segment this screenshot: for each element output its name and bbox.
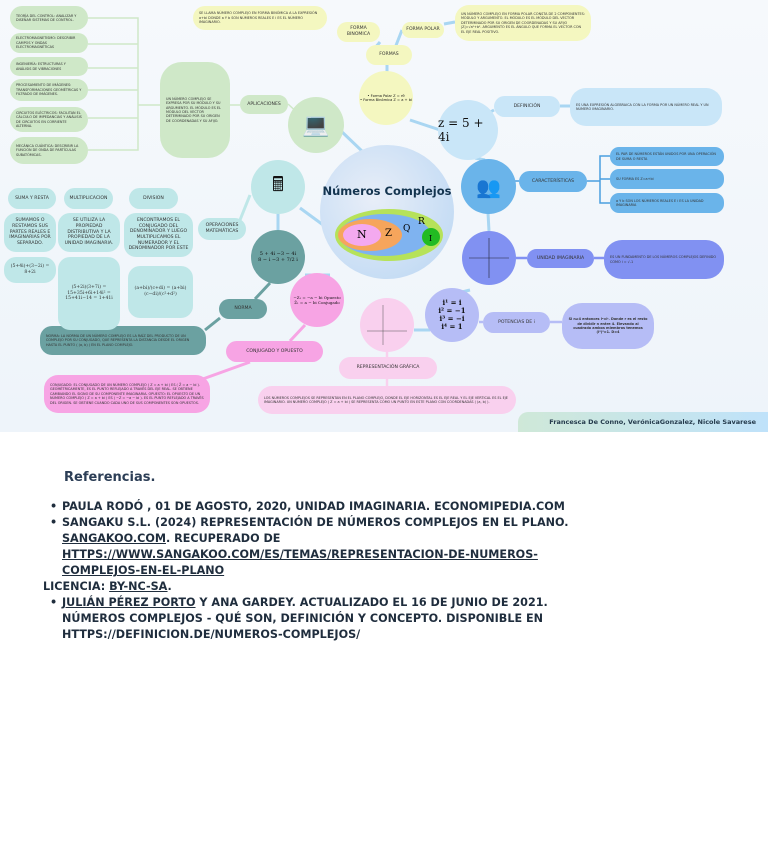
reference-text: . RECUPERADO DE: [165, 532, 281, 545]
calculator-icon: 🖩: [251, 160, 305, 214]
caracteristicas-node[interactable]: CARACTERÍSTICAS: [519, 171, 587, 192]
author-link[interactable]: JULIÁN PÉREZ PORTO: [62, 596, 196, 609]
laptop-icon: 💻: [288, 97, 344, 153]
forma-binomica-node[interactable]: FORMA BINOMICA: [337, 22, 380, 42]
definicion-node[interactable]: DEFINICIÓN: [494, 96, 560, 117]
reference-item: PAULA RODÓ , 01 DE AGOSTO, 2020, UNIDAD …: [0, 499, 580, 515]
number-sets-diagram: N Z Q R I: [335, 209, 443, 261]
division-body: ENCONTRAMOS EL CONJUGADO DEL DENOMINADOR…: [124, 213, 193, 257]
app-item-imagenes: PROCESAMIENTO DE IMÁGENES: TRANSFORMACIO…: [10, 79, 88, 101]
complex-axes-icon: [462, 231, 516, 285]
norma-node[interactable]: NORMA: [219, 299, 267, 319]
forma-polar-formula: • Forma Polar Z = rθ: [367, 94, 405, 98]
potencias-circle: i¹ = i i² = −1 i³ = −i i⁴ = 1: [425, 288, 479, 342]
representacion-node[interactable]: REPRESENTACIÓN GRÁFICA: [339, 357, 437, 379]
norma-text: NORMA: LA NORMA DE UN NÚMERO COMPLEJO ES…: [40, 326, 206, 355]
caracteristica-item: a Y b SON LOS NÚMEROS REALES E i ES LA U…: [610, 193, 724, 213]
set-q: Q: [403, 224, 410, 234]
set-z: Z: [385, 228, 392, 239]
set-r: R: [418, 217, 425, 227]
app-item-circuitos: CIRCUITOS ELÉCTRICOS: FACILITAN EL CÁLCU…: [10, 107, 88, 132]
potencia-1: i¹ = i: [442, 297, 462, 307]
caracteristica-item: SU FORMA ES Z=a+bi: [610, 169, 724, 189]
license-end: .: [167, 580, 172, 593]
norma-circle: 5 + 4i −3 − 4i 8 − i −3 + 7/2 i: [251, 230, 305, 284]
division-formula: (a+bi)/(c+di) = (a+bi)(c−di)/(c²+d²): [128, 266, 193, 318]
norma-formula: 8 − i −3 + 7/2 i: [258, 257, 298, 263]
references-section: Referencias. PAULA RODÓ , 01 DE AGOSTO, …: [0, 470, 580, 643]
app-item-ingenieria: INGENIERÍA: ESTRUCTURAS Y ANÁLISIS DE VI…: [10, 57, 88, 76]
potencias-text: Si n≥4 entonces iⁿ=iʳ. Donde r es el res…: [562, 303, 654, 349]
potencia-3: i³ = −i: [439, 314, 465, 323]
reference-item: JULIÁN PÉREZ PORTO Y ANA GARDEY. ACTUALI…: [0, 595, 580, 643]
central-title: Números Complejos: [322, 184, 452, 198]
operaciones-node[interactable]: OPERACIONES MATEMÁTICAS: [198, 218, 246, 240]
sangakoo-url-link[interactable]: HTTPS://WWW.SANGAKOO.COM/ES/TEMAS/REPRES…: [62, 548, 538, 577]
definicion-text: ES UNA EXPRESIÓN ALGEBRAICA CON LA FORMA…: [570, 88, 722, 126]
conjugado-node[interactable]: CONJUGADO Y OPUESTO: [226, 341, 323, 362]
license-label: LICENCIA:: [43, 580, 110, 593]
multiplicacion-header[interactable]: MULTIPLICACION: [64, 188, 113, 209]
sangakoo-link[interactable]: SANGAKOO.COM: [62, 532, 166, 545]
reference-text: SANGAKU S.L. (2024) REPRESENTACIÓN DE NÚ…: [62, 516, 569, 529]
conjugado-text: CONJUGADO: EL CONJUGADO DE UN NÚMERO COM…: [44, 375, 210, 413]
caracteristica-item: EL PAR DE NÚMEROS ESTÁN UNIDOS POR UNA O…: [610, 147, 724, 166]
forma-binomica-formula: • Forma Binómica Z = a + bi: [360, 98, 412, 102]
app-item-control: TEORÍA DEL CONTROL: ANALIZAR Y DISEÑAR S…: [10, 6, 88, 30]
license-line: LICENCIA: BY-NC-SA.: [0, 579, 580, 595]
conjugado-formula: Z̄₁ = a − bi Conjugado: [294, 300, 340, 305]
formas-node[interactable]: FORMAS: [366, 45, 412, 65]
potencia-2: i² = −1: [438, 305, 466, 315]
representacion-text: LOS NÚMEROS COMPLEJOS SE REPRESENTAN EN …: [258, 386, 516, 414]
mind-map: TEORÍA DEL CONTROL: ANALIZAR Y DISEÑAR S…: [0, 0, 768, 432]
norma-formula: 5 + 4i −3 − 4i: [259, 251, 297, 257]
app-item-mecanica: MECÁNICA CUÁNTICA: DESCRIBIR LA FUNCIÓN …: [10, 137, 88, 164]
conjugado-circle: −Z₁ = −a − bi Opuesto Z̄₁ = a − bi Conju…: [290, 273, 344, 327]
complex-plane-graph: [360, 298, 414, 352]
suma-resta-body: SUMAMOS O RESTAMOS SUS PARTES REALES E I…: [4, 213, 56, 252]
binomica-text: SE LLAMA NÚMERO COMPLEJO EN FORMA BINÓMI…: [193, 6, 327, 30]
set-i: I: [429, 234, 432, 243]
potencia-4: i⁴ = 1: [441, 322, 463, 332]
forma-polar-node[interactable]: FORMA POLAR: [402, 22, 444, 38]
app-item-electromagnetismo: ELECTROMAGNETISMO: DESCRIBIR CAMPOS Y ON…: [10, 33, 88, 53]
potencias-node[interactable]: POTENCIAS DE i: [483, 312, 550, 333]
definicion-circle: z = 5 + 4i: [438, 100, 498, 160]
unidad-imaginaria-text: ES UN FUNDAMENTO DE LOS NÚMEROS COMPLEJO…: [604, 240, 724, 279]
multiplicacion-body: SE UTILIZA LA PROPIEDAD DISTRIBUTIVA Y L…: [58, 213, 120, 252]
aplicaciones-detail: UN NÚMERO COMPLEJO SE EXPRESA POR SU MÓD…: [160, 62, 230, 158]
teacher-icon: 👥: [461, 159, 516, 214]
suma-resta-header[interactable]: SUMA Y RESTA: [8, 188, 56, 209]
reference-text: Y ANA GARDEY. ACTUALIZADO EL 16 DE JUNIO…: [62, 596, 548, 641]
license-link[interactable]: BY-NC-SA: [109, 580, 168, 593]
aplicaciones-node[interactable]: APLICACIONES: [240, 95, 288, 114]
multiplicacion-formula: (5+2i)(3+7i) = 15+35i+6i+14i² = 15+41i−1…: [58, 257, 120, 330]
reference-item: SANGAKU S.L. (2024) REPRESENTACIÓN DE NÚ…: [0, 515, 580, 579]
set-n: N: [357, 228, 367, 241]
unidad-imaginaria-node[interactable]: UNIDAD IMAGINARIA: [527, 249, 594, 268]
polar-text: UN NÚMERO COMPLEJO EN FORMA POLAR CONSTA…: [455, 5, 591, 41]
suma-resta-formula: (5+4i)+(3−2i) = 8+2i: [4, 257, 56, 283]
division-header[interactable]: DIVISION: [129, 188, 178, 209]
opuesto-formula: −Z₁ = −a − bi Opuesto: [293, 295, 341, 300]
credits-bar: Francesca De Conno, VerónicaGonzalez, Ni…: [518, 412, 768, 432]
formas-circle: • Forma Polar Z = rθ • Forma Binómica Z …: [359, 71, 413, 125]
references-heading: Referencias.: [64, 470, 156, 485]
